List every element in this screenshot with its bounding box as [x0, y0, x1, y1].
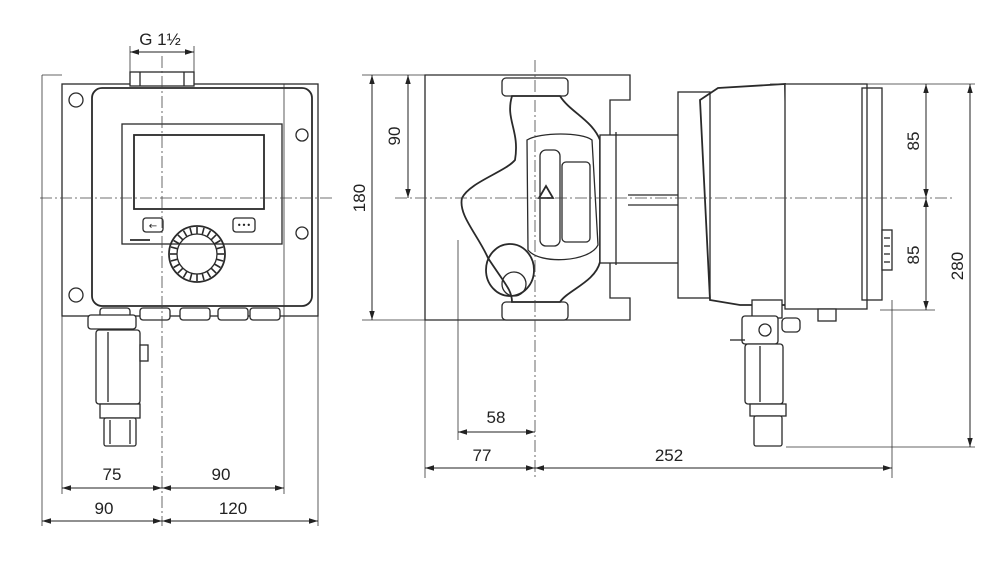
display-frame: [121, 123, 283, 245]
screw-hole: [295, 128, 309, 142]
dim-depth-58: 58: [487, 408, 506, 427]
menu-button-label: •••: [237, 221, 251, 230]
knob-grip-tick: [173, 263, 181, 269]
dim-height-half: 90: [385, 127, 404, 146]
knob-grip-tick: [189, 227, 193, 235]
knob-grip: [170, 227, 224, 281]
knob-grip-tick: [189, 273, 193, 281]
display-screen: [133, 134, 265, 210]
side-view: 180 90 58 77 252 85 85 280: [350, 60, 975, 478]
screw-hole: [68, 92, 84, 108]
knob-grip-tick: [216, 258, 224, 262]
dim-depth-77: 77: [473, 446, 492, 465]
knob-grip-tick: [177, 234, 184, 241]
knob-grip-tick: [182, 270, 188, 278]
knob-grip-tick: [210, 267, 217, 274]
dim-length-252: 252: [655, 446, 683, 465]
motor-housing: [677, 83, 893, 322]
knob-grip-tick: [210, 234, 217, 241]
dim-left-to-center: 75: [103, 465, 122, 484]
menu-button: [232, 217, 256, 233]
knob-grip-tick: [173, 239, 181, 245]
dim-overall-right: 120: [219, 499, 247, 518]
front-view: ← •••: [40, 30, 335, 526]
sensor-plug: [87, 314, 149, 447]
knob-grip-tick: [206, 270, 212, 278]
front-control-panel: [91, 87, 313, 307]
dim-height-total: 180: [350, 184, 369, 212]
screw-hole: [295, 226, 309, 240]
knob-grip-tick: [170, 246, 178, 250]
knob-grip-tick: [213, 263, 221, 269]
control-knob: [168, 225, 226, 283]
knob-grip-tick: [206, 230, 212, 238]
knob-grip-tick: [201, 227, 205, 235]
flange-outline: [424, 74, 631, 321]
dim-motor-top: 85: [904, 132, 923, 151]
pump-body: [460, 77, 601, 321]
side-sensor-plug: [730, 299, 801, 447]
screw-hole: [68, 287, 84, 303]
dim-overall-height: 280: [948, 252, 967, 280]
knob-grip-tick: [170, 258, 178, 262]
dim-motor-bottom: 85: [904, 246, 923, 265]
knob-grip-tick: [177, 267, 184, 274]
motor-neck: [599, 134, 691, 264]
back-button: [142, 217, 164, 233]
knob-grip-tick: [213, 239, 221, 245]
knob-grip-tick: [201, 273, 205, 281]
dim-overall-left: 90: [95, 499, 114, 518]
dim-center-to-right: 90: [212, 465, 231, 484]
dim-connection-label: G 1½: [139, 30, 181, 49]
back-button-label: ←: [149, 221, 157, 232]
knob-grip-tick: [216, 246, 224, 250]
knob-grip-tick: [182, 230, 188, 238]
